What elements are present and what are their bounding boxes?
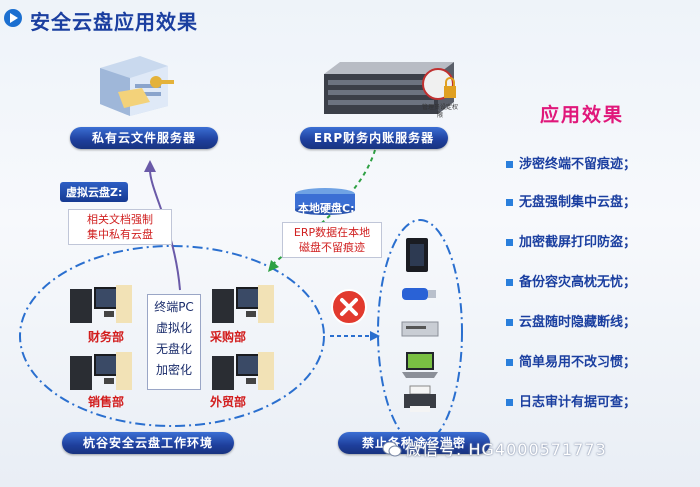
play-icon bbox=[4, 9, 22, 27]
file-server-icon bbox=[100, 56, 174, 116]
erp-curve bbox=[271, 149, 376, 266]
private-file-server-label: 私有云文件服务器 bbox=[70, 127, 218, 149]
page-title: 安全云盘应用效果 bbox=[4, 6, 198, 35]
wechat-icon bbox=[382, 441, 402, 457]
benefit-item: 云盘随时隐藏断线； bbox=[506, 311, 636, 330]
pc-sales-icon bbox=[70, 352, 132, 390]
work-env-label: 杭谷安全云盘工作环境 bbox=[62, 432, 234, 454]
virtual-disk-note: 相关文档强制 集中私有云盘 bbox=[68, 209, 172, 245]
upload-arrow-head bbox=[144, 160, 156, 172]
feature-item: 终端PC bbox=[154, 300, 194, 314]
laptop-icon bbox=[402, 352, 438, 378]
benefit-item: 加密截屏打印防盗； bbox=[506, 231, 636, 250]
work-env-ellipse bbox=[19, 245, 325, 427]
local-disk-note: ERP数据在本地 磁盘不留痕迹 bbox=[282, 222, 382, 258]
bullet-icon bbox=[506, 279, 513, 286]
pc-purchase-icon bbox=[212, 285, 274, 323]
dept-purchase-label: 采购部 bbox=[210, 330, 247, 344]
benefit-item: 简单易用不改习惯； bbox=[506, 351, 636, 370]
dept-sales-label: 销售部 bbox=[88, 395, 125, 409]
pc-foreign-trade-icon bbox=[212, 352, 274, 390]
erp-server-label: ERP财务内账服务器 bbox=[300, 127, 448, 149]
optical-drive-icon bbox=[401, 321, 439, 337]
virtual-disk-note-line2: 集中私有云盘 bbox=[87, 228, 153, 241]
disk-cylinder-icon bbox=[295, 188, 355, 215]
benefit-item: 日志审计有据可查； bbox=[506, 391, 636, 410]
feature-item: 虚拟化 bbox=[155, 321, 192, 335]
local-disk-note-line1: ERP数据在本地 bbox=[293, 226, 371, 239]
local-disk-label: 本地硬盘C: bbox=[298, 202, 355, 215]
benefit-item: 备份容灾高枕无忧； bbox=[506, 271, 636, 290]
bullet-icon bbox=[506, 239, 513, 246]
dept-foreign-trade-label: 外贸部 bbox=[210, 395, 247, 409]
features-box: 终端PC 虚拟化 无盘化 加密化 bbox=[147, 294, 201, 390]
admin-permission-caption: 管理员设定权限 bbox=[421, 104, 458, 119]
lock-icon bbox=[422, 68, 456, 100]
virtual-disk-label: 虚拟云盘Z: bbox=[60, 182, 129, 202]
benefit-item: 涉密终端不留痕迹； bbox=[506, 153, 636, 172]
feature-item: 无盘化 bbox=[155, 342, 192, 356]
page-title-text: 安全云盘应用效果 bbox=[30, 10, 198, 34]
feature-item: 加密化 bbox=[155, 363, 192, 377]
block-x-icon bbox=[331, 289, 367, 325]
local-disk-note-line2: 磁盘不留痕迹 bbox=[299, 241, 365, 254]
bullet-icon bbox=[506, 359, 513, 366]
benefit-item: 无盘强制集中云盘； bbox=[506, 191, 636, 210]
external-drive-icon bbox=[406, 238, 428, 272]
dept-finance-label: 财务部 bbox=[88, 330, 125, 344]
bullet-icon bbox=[506, 319, 513, 326]
usb-drive-icon bbox=[402, 288, 436, 300]
watermark: 微信号: HG4000571773 bbox=[405, 440, 607, 459]
virtual-disk-note-line1: 相关文档强制 bbox=[87, 213, 153, 226]
bullet-icon bbox=[506, 161, 513, 168]
pc-finance-icon bbox=[70, 285, 132, 323]
bullet-icon bbox=[506, 199, 513, 206]
benefits-title: 应用效果 bbox=[540, 104, 625, 126]
bullet-icon bbox=[506, 399, 513, 406]
block-arrow-head bbox=[370, 331, 380, 341]
erp-arrow-head bbox=[268, 260, 279, 272]
printer-icon bbox=[404, 385, 436, 412]
